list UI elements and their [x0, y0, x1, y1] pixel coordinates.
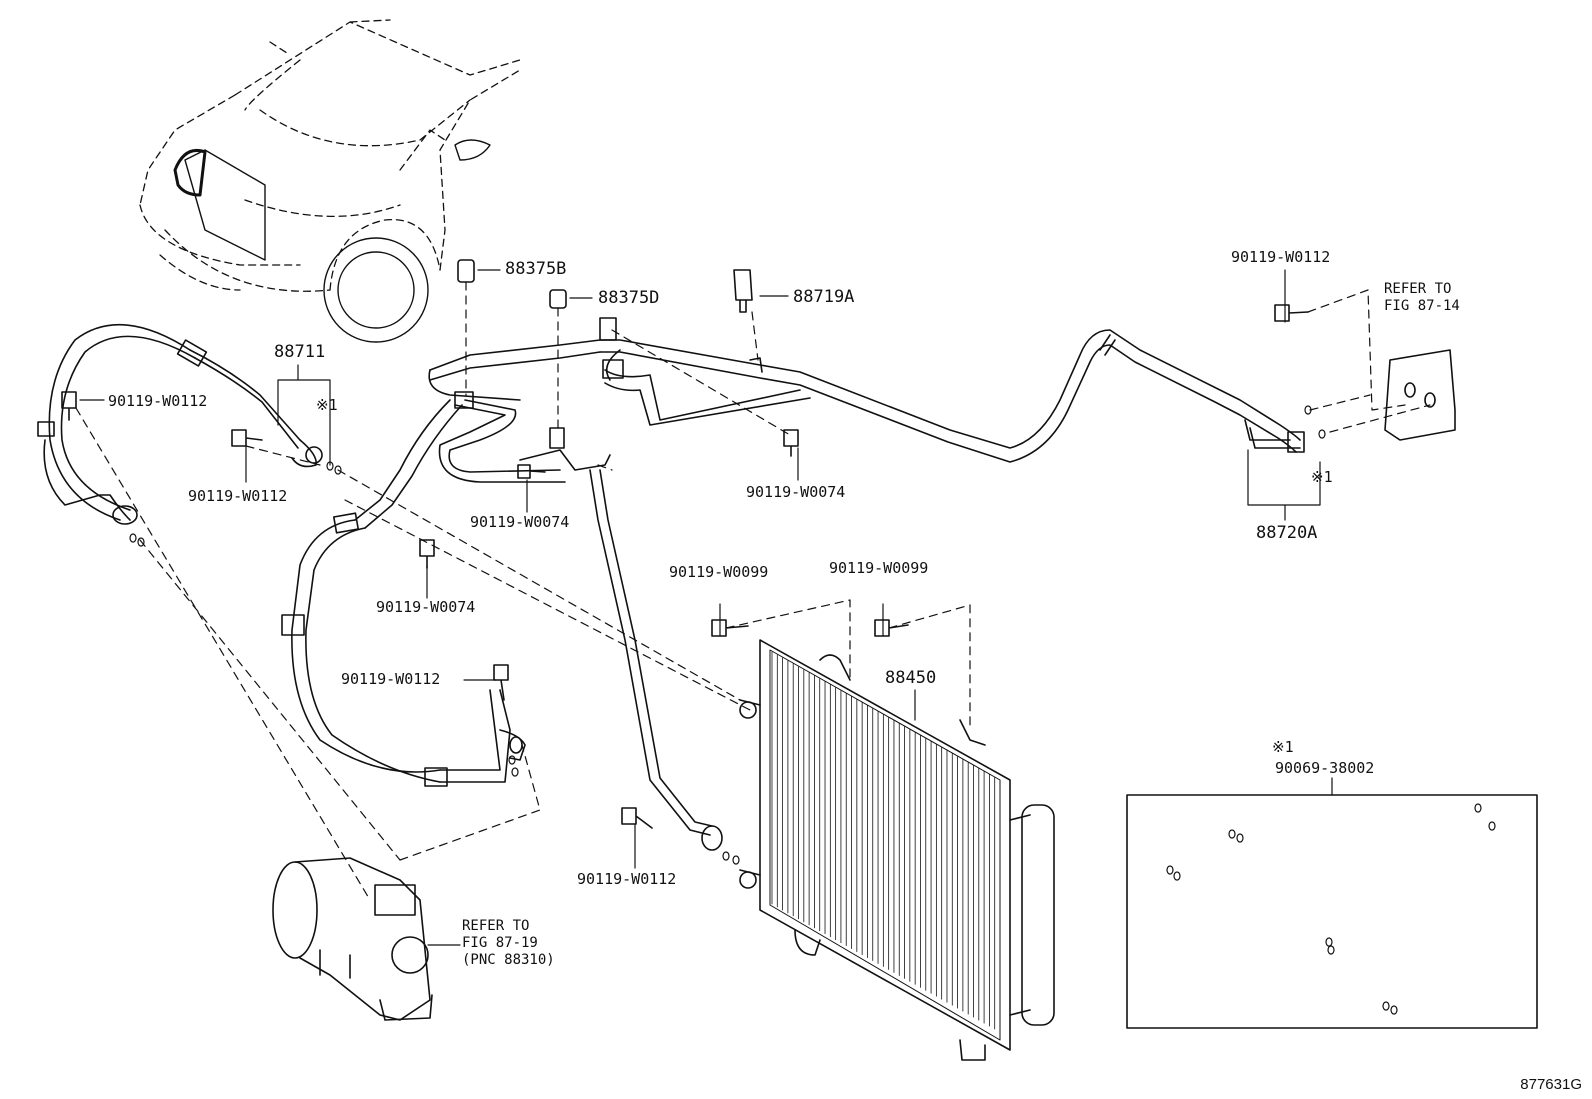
pipe-liquid — [519, 449, 723, 851]
dashed-leaders — [75, 281, 1431, 901]
label-bolt-w0112-c: 90119-W0112 — [341, 670, 441, 688]
label-88375b: 88375B — [505, 259, 567, 279]
mark-1-right: ※1 — [1311, 468, 1333, 486]
hose-88711 — [37, 323, 323, 525]
label-88711: 88711 — [274, 342, 326, 362]
vehicle-outline — [139, 19, 521, 292]
label-88720a: 88720A — [1256, 523, 1318, 543]
compressor — [272, 857, 433, 1021]
mark-1-left: ※1 — [316, 396, 338, 414]
figure-number: 877631G — [1520, 1076, 1582, 1093]
condenser-88450 — [739, 639, 1055, 1061]
label-bolt-w0074-c: 90119-W0074 — [376, 598, 476, 616]
label-bolt-w0074-a: 90119-W0074 — [470, 513, 570, 531]
o-ring-kit-box — [1126, 794, 1538, 1029]
label-bolt-w0112-d: 90119-W0112 — [577, 870, 677, 888]
label-bolt-w0112-e: 90119-W0112 — [1231, 248, 1331, 266]
solid-leaders — [79, 269, 1333, 946]
label-bolt-w0112-b: 90119-W0112 — [188, 487, 288, 505]
vehicle-solid — [173, 139, 491, 343]
label-bolt-w0099-a: 90119-W0099 — [669, 563, 769, 581]
pipe-main — [599, 317, 1305, 463]
label-88450: 88450 — [885, 668, 937, 688]
label-90069-38002: 90069-38002 — [1275, 759, 1375, 777]
pipe-center — [281, 339, 601, 787]
label-88375d: 88375D — [598, 288, 660, 308]
label-refer-fig-87-19: REFER TO FIG 87-19 (PNC 88310) — [462, 918, 555, 968]
label-refer-fig-87-14: REFER TO FIG 87-14 — [1384, 281, 1460, 314]
label-88719a: 88719A — [793, 287, 855, 307]
mark-1-kit: ※1 — [1272, 738, 1294, 756]
label-bolt-w0112-a: 90119-W0112 — [108, 392, 208, 410]
label-bolt-w0074-b: 90119-W0074 — [746, 483, 846, 501]
label-bolt-w0099-b: 90119-W0099 — [829, 559, 929, 577]
